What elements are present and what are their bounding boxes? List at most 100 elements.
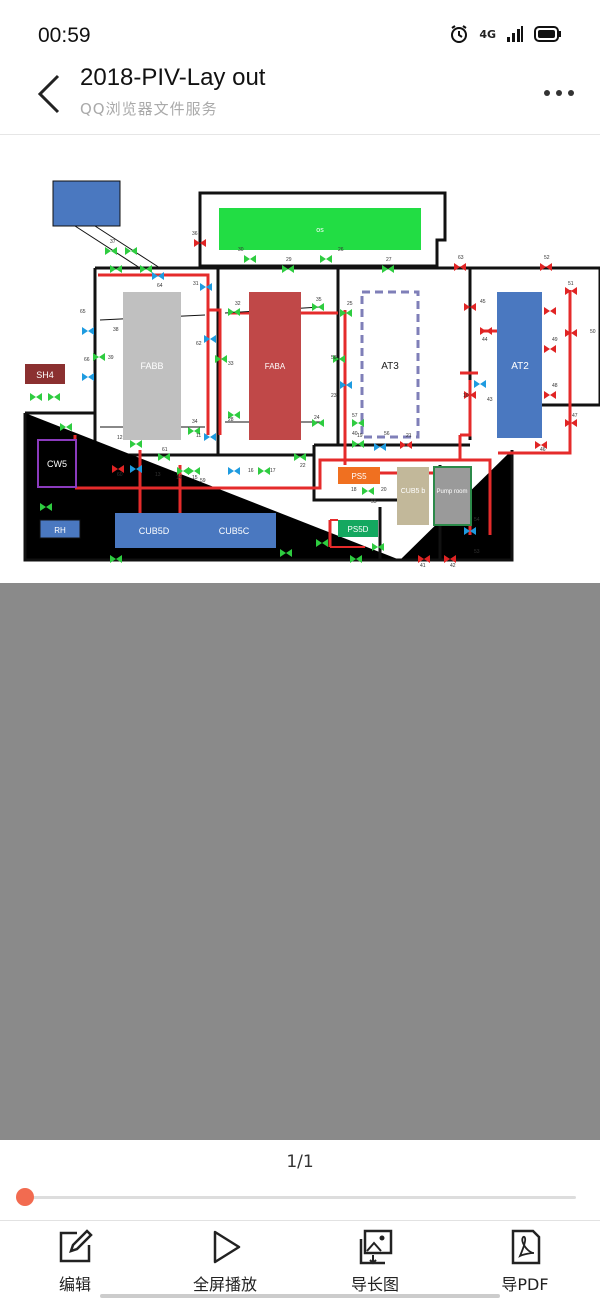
valve-number-label: 45	[480, 299, 486, 305]
header: 2018-PIV-Lay out QQ浏览器文件服务	[0, 56, 600, 135]
valve-number-label: 38	[113, 327, 119, 333]
more-dot-icon	[556, 90, 562, 96]
valve-number-label: 32	[235, 301, 241, 307]
export-long-image-label: 导长图	[350, 1275, 399, 1294]
valve-number-label: 11	[196, 433, 201, 439]
label-at3: AT3	[381, 361, 399, 372]
page-slider-track[interactable]	[24, 1196, 576, 1199]
page-subtitle: QQ浏览器文件服务	[80, 100, 218, 118]
valve-number-label: 65	[80, 309, 86, 315]
valve-number-label: 15	[192, 475, 198, 481]
export-pdf-label: 导PDF	[501, 1275, 549, 1294]
valve-number-label: 63	[458, 255, 464, 261]
valve-number-label: 47	[572, 413, 578, 419]
fullscreen-play-label: 全屏播放	[192, 1275, 257, 1294]
edit-icon	[59, 1229, 93, 1263]
edit-label: 编辑	[58, 1275, 91, 1294]
valve-number-label: 18	[351, 487, 357, 493]
label-cub5c: CUB5C	[219, 526, 250, 536]
valve-number-label: 22	[300, 463, 306, 469]
valve-number-label: 57	[352, 413, 358, 419]
layout-diagram: os	[23, 180, 600, 569]
room-at2	[497, 292, 542, 438]
page-slider-thumb[interactable]	[16, 1188, 34, 1206]
room-os	[219, 208, 421, 250]
valve-number-label: 51	[568, 281, 574, 287]
valve-number-label: 20	[381, 487, 387, 493]
play-icon	[213, 1230, 241, 1264]
valve-number-label: 25	[347, 301, 353, 307]
edit-button[interactable]: 编辑	[0, 1221, 150, 1301]
valve-number-label: 44	[482, 337, 488, 343]
valve-number-label: 24	[314, 415, 320, 421]
room-cw5	[37, 439, 77, 488]
label-rh: RH	[54, 526, 66, 535]
battery-icon	[534, 26, 561, 42]
valve-number-label: 49	[552, 337, 558, 343]
room-ps5d	[338, 520, 378, 537]
valve-number-label: 46	[540, 447, 546, 453]
label-at2: AT2	[511, 361, 529, 372]
valve-number-label: 43	[487, 397, 493, 403]
valve-number-label: 14	[176, 475, 182, 481]
valve-number-label: 19	[357, 433, 363, 439]
valve-number-label: 40	[352, 431, 358, 437]
label-fabb: FABB	[140, 361, 163, 371]
network-label: 4G	[479, 27, 496, 41]
valve-number-label: 54	[474, 517, 480, 523]
valve-number-label: 21	[406, 433, 412, 439]
room-cub5b	[397, 467, 429, 525]
valve-number-label: 10	[463, 393, 469, 399]
label-cw5: CW5	[47, 459, 67, 469]
valve-number-label: 28	[228, 417, 234, 423]
chevron-left-icon	[37, 74, 60, 114]
back-button[interactable]	[32, 74, 68, 114]
label-ps5: PS5	[351, 472, 367, 481]
label-sh4: SH4	[36, 370, 54, 380]
valve-number-label: 52	[544, 255, 550, 261]
page-indicator: 1/1	[286, 1152, 314, 1172]
label-faba: FABA	[265, 362, 286, 371]
valve-number-label: 34	[192, 419, 198, 425]
valve-number-label: 12	[117, 435, 123, 441]
valve-number-label: 37	[110, 239, 116, 245]
valve-number-label: 66	[84, 357, 90, 363]
document-viewer[interactable]: os	[0, 135, 600, 1140]
valve-number-label: 53	[474, 549, 480, 555]
valve-number-label: 35	[316, 297, 322, 303]
page-title: 2018-PIV-Lay out	[80, 64, 266, 91]
more-options-button[interactable]	[544, 90, 574, 96]
label-cub5b: CUB5 b	[401, 488, 426, 495]
fullscreen-play-button[interactable]: 全屏播放	[150, 1221, 300, 1301]
status-time: 00:59	[38, 24, 91, 47]
room-sh4	[25, 364, 65, 384]
room-ps5	[338, 467, 380, 484]
room-cub5d	[115, 513, 193, 548]
more-dot-icon	[544, 90, 550, 96]
valve-number-label: 27	[386, 257, 392, 263]
home-indicator[interactable]	[100, 1294, 500, 1298]
valve-number-label: 56	[384, 431, 390, 437]
label-pump: Pump room	[436, 489, 467, 495]
label-ps5d: PS5D	[348, 525, 369, 534]
valve-number-label: 39	[108, 355, 114, 361]
valve-number-label: 26	[338, 247, 344, 253]
valve-number-label: 55	[371, 499, 377, 505]
export-pdf-button[interactable]: 导PDF	[450, 1221, 600, 1301]
valve-number-label: 33	[228, 361, 234, 367]
valve-number-label: 61	[162, 447, 168, 453]
valve-number-label: 36	[192, 231, 198, 237]
status-icons: 4G	[449, 24, 562, 44]
valve-number-label: 59	[200, 478, 206, 484]
more-dot-icon	[568, 90, 574, 96]
valve-number-label: 42	[450, 563, 456, 569]
export-long-image-button[interactable]: 导长图	[300, 1221, 450, 1301]
valve-number-label: 58	[331, 355, 337, 361]
room-cub5c	[193, 513, 276, 548]
signal-icon	[507, 26, 523, 42]
valve-number-label: 41	[420, 563, 426, 569]
long-image-icon	[359, 1229, 393, 1265]
bottom-toolbar: 编辑 全屏播放 导长图 导PDF	[0, 1220, 600, 1301]
valve-number-label: 23	[331, 393, 337, 399]
valve-number-label: 13	[155, 472, 161, 478]
